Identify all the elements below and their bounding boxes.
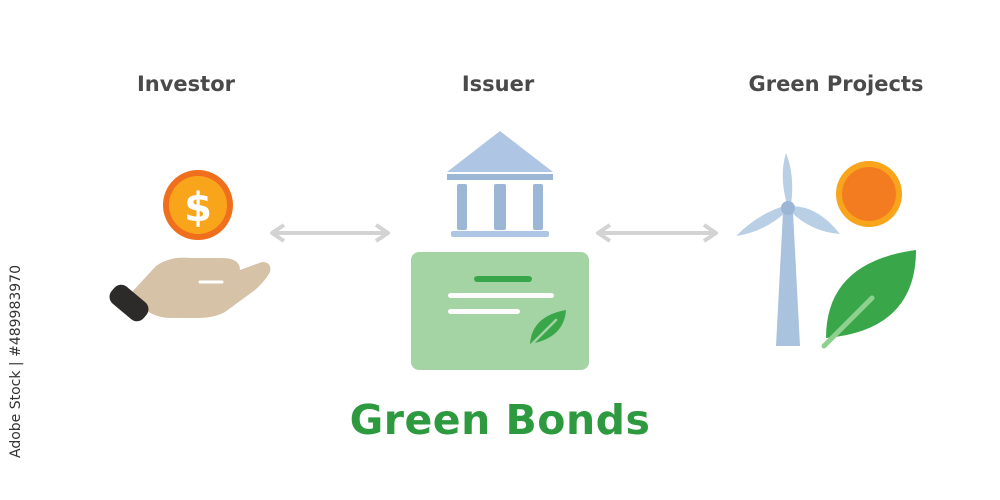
sun-icon — [836, 161, 902, 227]
investor-label: Investor — [136, 72, 236, 96]
double-arrow-icon — [596, 223, 718, 243]
leaf-icon — [821, 250, 916, 349]
coin-icon: $ — [163, 170, 233, 240]
hand-coin-icon: $ — [109, 170, 271, 322]
wind-turbine-icon — [736, 153, 840, 346]
svg-text:$: $ — [184, 185, 212, 231]
stock-id-watermark: Adobe Stock | #489983970 — [8, 265, 24, 458]
double-arrow-icon — [270, 223, 390, 243]
issuer-label: Issuer — [461, 72, 535, 96]
bond-certificate-icon — [411, 252, 589, 370]
green-projects-label: Green Projects — [748, 72, 924, 96]
bank-building-icon — [447, 131, 553, 237]
green-bonds-title: Green Bonds — [349, 396, 651, 444]
hand-icon — [109, 257, 271, 322]
